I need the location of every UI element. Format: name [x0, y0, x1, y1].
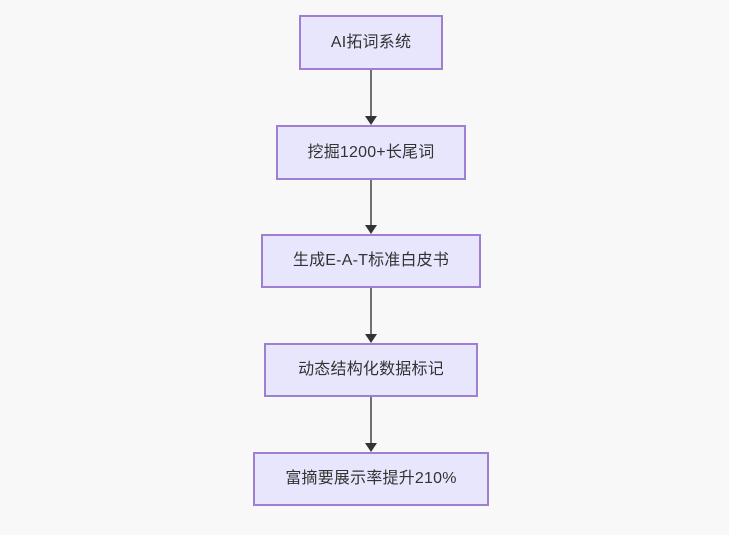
flow-edge-4 — [365, 397, 377, 452]
flow-node-label: 生成E-A-T标准白皮书 — [292, 252, 450, 270]
arrowhead-down-icon — [365, 225, 377, 234]
flow-edge-3 — [365, 288, 377, 343]
edge-line — [370, 288, 372, 334]
flow-node-dynamic-structured-data[interactable]: 动态结构化数据标记 — [264, 343, 478, 397]
flow-node-ai-keyword-system[interactable]: AI拓词系统 — [299, 15, 443, 70]
arrowhead-down-icon — [365, 443, 377, 452]
arrowhead-down-icon — [365, 334, 377, 343]
flow-edge-2 — [365, 180, 377, 234]
flow-node-rich-snippet-uplift[interactable]: 富摘要展示率提升210% — [253, 452, 489, 506]
edge-line — [370, 180, 372, 225]
arrowhead-down-icon — [365, 116, 377, 125]
flow-node-label: 富摘要展示率提升210% — [285, 470, 457, 488]
flow-node-generate-eat-whitepaper[interactable]: 生成E-A-T标准白皮书 — [261, 234, 481, 288]
flow-node-label: 动态结构化数据标记 — [298, 361, 444, 379]
flow-node-mine-longtail-keywords[interactable]: 挖掘1200+长尾词 — [276, 125, 466, 180]
edge-line — [370, 397, 372, 443]
flow-node-label: 挖掘1200+长尾词 — [307, 143, 435, 161]
flow-node-label: AI拓词系统 — [330, 33, 412, 51]
flow-edge-1 — [365, 70, 377, 125]
edge-line — [370, 70, 372, 116]
